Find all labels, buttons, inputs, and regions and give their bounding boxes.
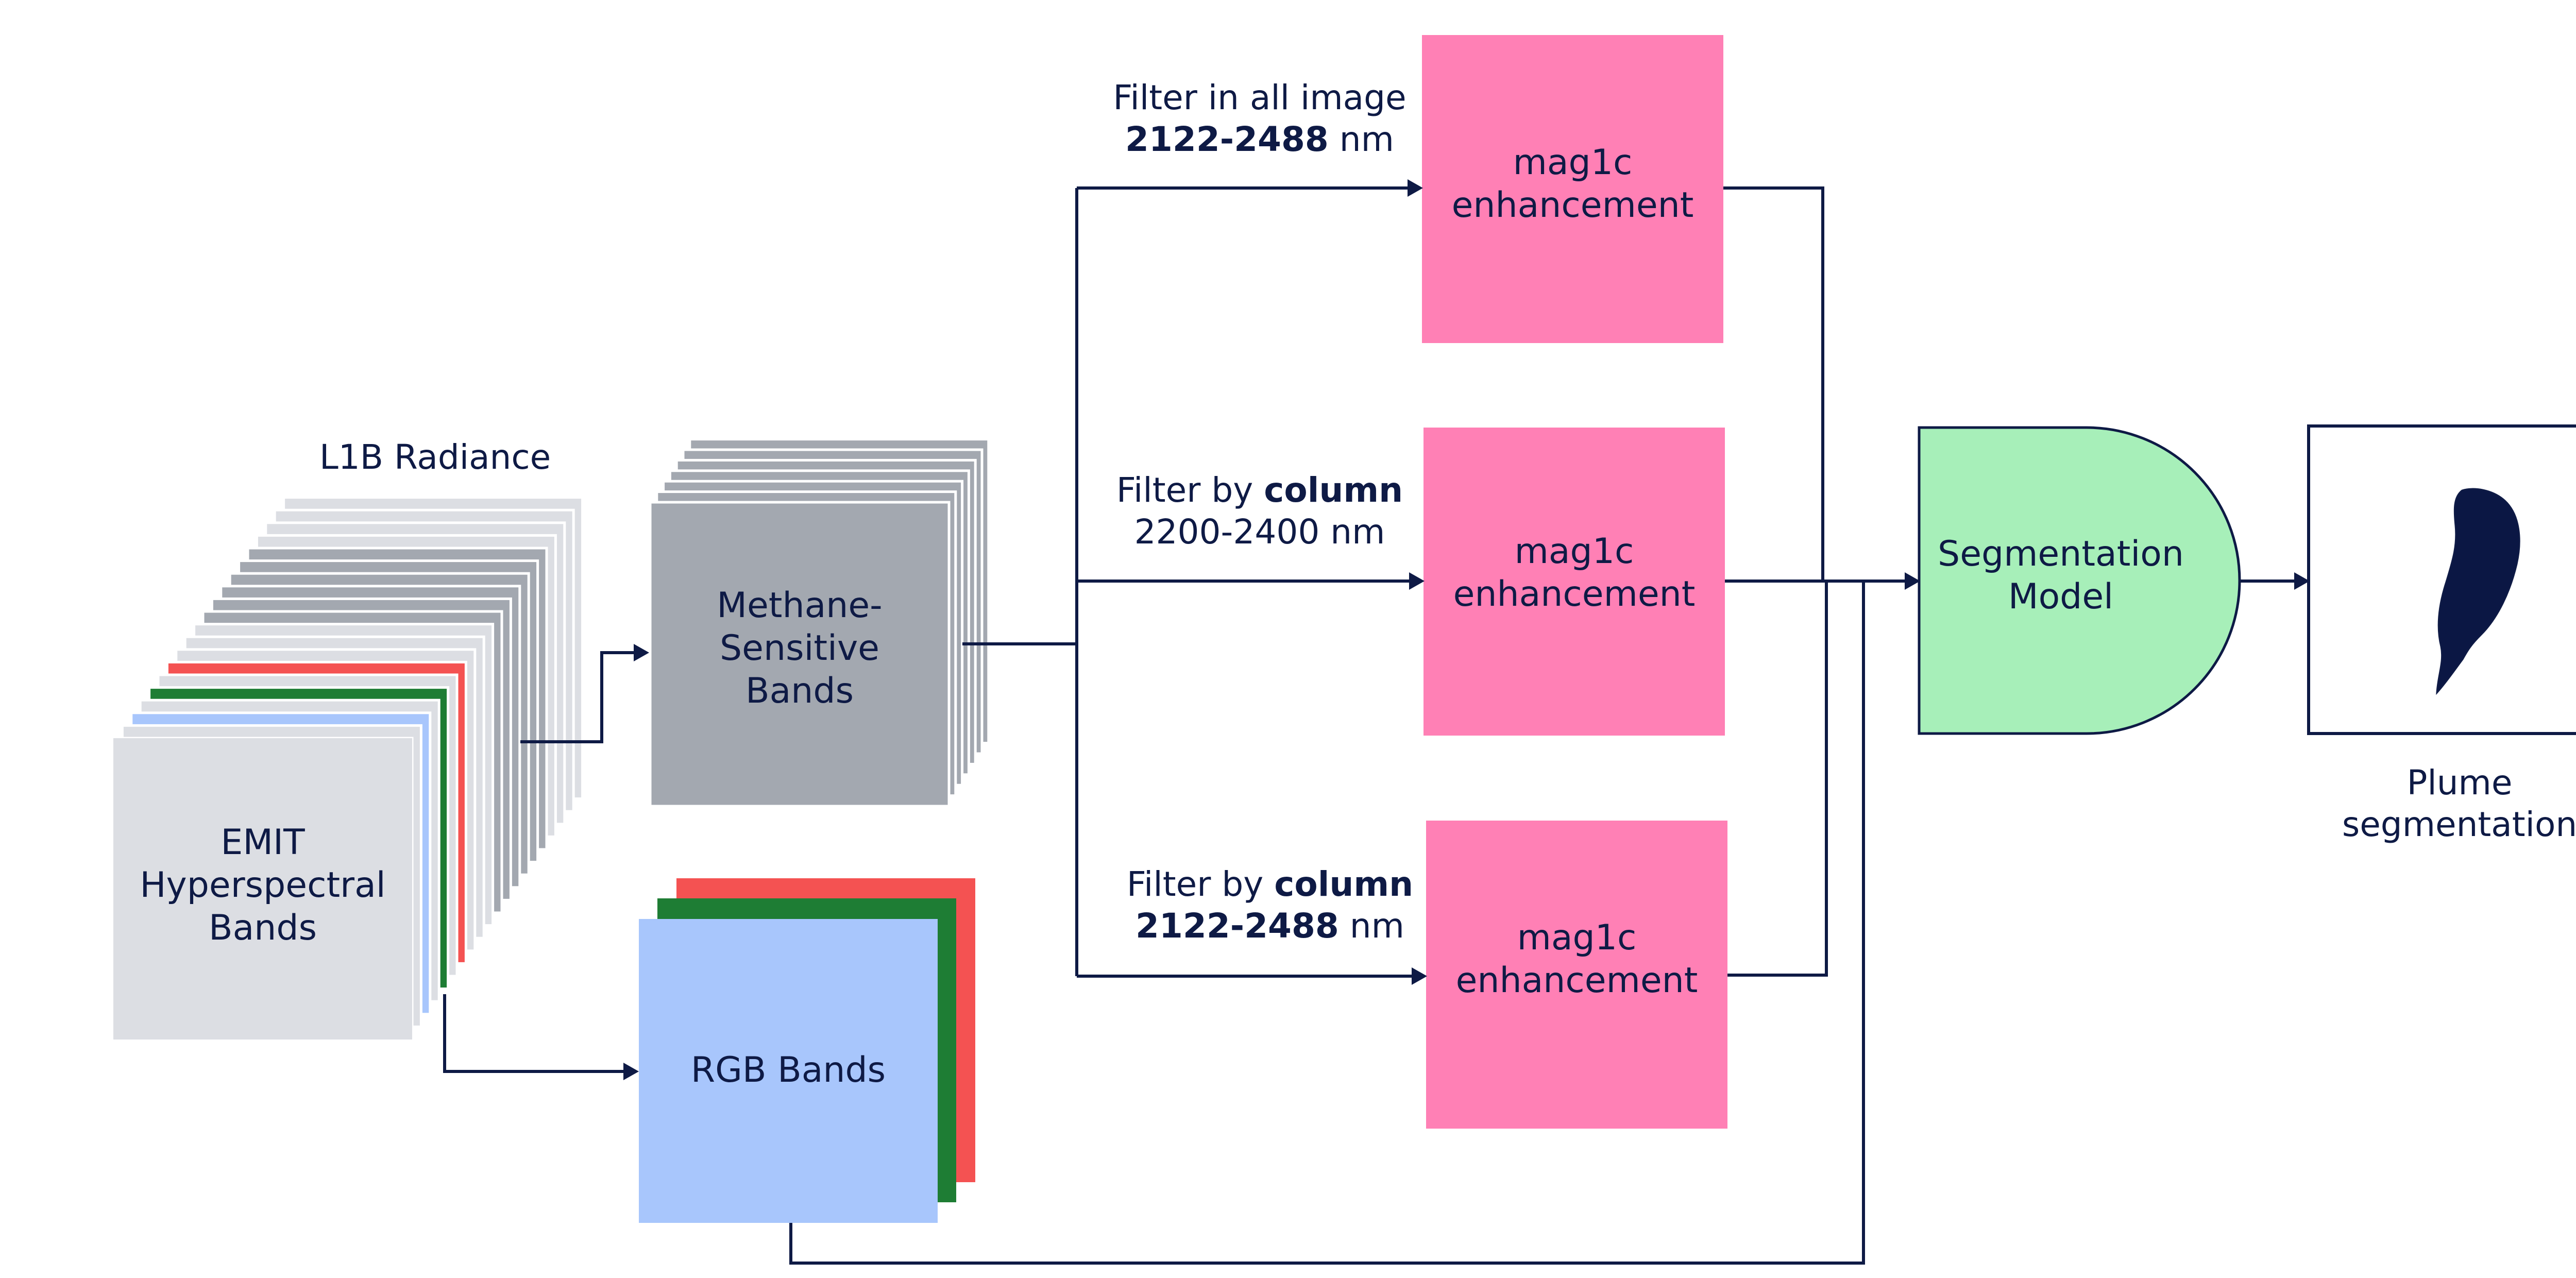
filter-2-line-2: 2200-2400 nm <box>1134 512 1385 552</box>
segmentation-model-shape <box>1918 426 2241 735</box>
emit-front-band <box>113 738 412 1040</box>
line-emit-to-methane <box>520 651 638 743</box>
emit-line-2: Hyperspectral <box>140 864 386 906</box>
filter-3-prefix: Filter by <box>1126 864 1275 904</box>
methane-bands-label: Methane- Sensitive Bands <box>650 585 949 713</box>
methane-line-3: Bands <box>745 670 854 711</box>
emit-band-stack <box>112 496 584 1041</box>
mag1c-label-3: mag1c enhancement <box>1426 917 1727 1002</box>
filter-2-line-1: Filter by column <box>1097 470 1422 512</box>
filter-1-line-1: Filter in all image <box>1113 78 1406 117</box>
arrowheads <box>623 179 2310 1080</box>
mag1c-2-line-1: mag1c <box>1514 531 1634 572</box>
arrowhead-plume <box>2294 572 2310 590</box>
mag1c-label-1: mag1c enhancement <box>1422 142 1723 227</box>
mag1c-box-3 <box>1426 821 1727 1129</box>
filter-label-3: Filter by column 2122-2488 nm <box>1108 864 1432 947</box>
arrowhead-methane <box>634 644 649 661</box>
mag1c-1-line-1: mag1c <box>1513 142 1633 183</box>
arrowhead-rgb <box>623 1063 639 1080</box>
methane-line-2: Sensitive <box>719 627 880 669</box>
arrowhead-mag1c-3 <box>1412 967 1427 985</box>
arrowhead-model <box>1905 572 1920 590</box>
filter-1-line-2: 2122-2488 nm <box>1097 119 1422 161</box>
line-mag1c-1-out <box>1723 186 1824 581</box>
filter-label-1: Filter in all image 2122-2488 nm <box>1097 77 1422 160</box>
filter-2-prefix: Filter by <box>1116 470 1264 510</box>
model-line-2: Model <box>2008 576 2114 617</box>
plume-shape <box>2436 488 2520 695</box>
rgb-band-stack <box>639 878 975 1223</box>
mag1c-label-2: mag1c enhancement <box>1423 531 1725 616</box>
filter-2-bold: column <box>1264 470 1403 510</box>
arrowhead-mag1c-2 <box>1409 572 1425 590</box>
filter-3-line-2: 2122-2488 nm <box>1108 906 1432 947</box>
filter-3-bold: column <box>1274 864 1414 904</box>
rgb-blue-band <box>639 919 938 1223</box>
methane-band-layer <box>649 501 951 808</box>
mag1c-3-line-1: mag1c <box>1517 917 1637 958</box>
filter-3-unit: nm <box>1338 906 1404 946</box>
emit-line-1: EMIT <box>221 822 305 863</box>
methane-band-stack <box>649 438 990 808</box>
filter-3-range: 2122-2488 <box>1136 906 1339 946</box>
filter-1-range: 2122-2488 <box>1125 119 1329 159</box>
plume-line-2: segmentation <box>2342 804 2576 844</box>
line-rgb-to-model <box>789 581 1865 1265</box>
connector-lines <box>443 186 2298 1265</box>
emit-line-3: Bands <box>208 907 317 948</box>
mag1c-box-1 <box>1422 35 1723 343</box>
filter-label-2: Filter by column 2200-2400 nm <box>1097 470 1422 553</box>
methane-line-1: Methane- <box>717 585 883 626</box>
rgb-bands-label: RGB Bands <box>690 1050 886 1090</box>
l1b-radiance-title: L1B Radiance <box>319 437 551 477</box>
mag1c-box-2 <box>1423 428 1725 736</box>
filter-3-line-1: Filter by column <box>1108 864 1432 906</box>
arrowhead-mag1c-1 <box>1408 179 1423 197</box>
plume-segmentation-label: Plume segmentation <box>2309 762 2576 845</box>
mag1c-1-line-2: enhancement <box>1451 184 1694 226</box>
line-emit-to-rgb <box>443 994 629 1073</box>
line-mag1c-3-out <box>1727 581 1828 977</box>
plume-line-1: Plume <box>2406 763 2513 803</box>
filter-1-unit: nm <box>1328 119 1394 159</box>
mag1c-3-line-2: enhancement <box>1455 960 1698 1001</box>
segmentation-model-label: Segmentation Model <box>1927 533 2195 619</box>
model-line-1: Segmentation <box>1938 534 2184 574</box>
emit-bands-label: EMIT Hyperspectral Bands <box>113 822 412 950</box>
mag1c-2-line-2: enhancement <box>1453 573 1696 615</box>
